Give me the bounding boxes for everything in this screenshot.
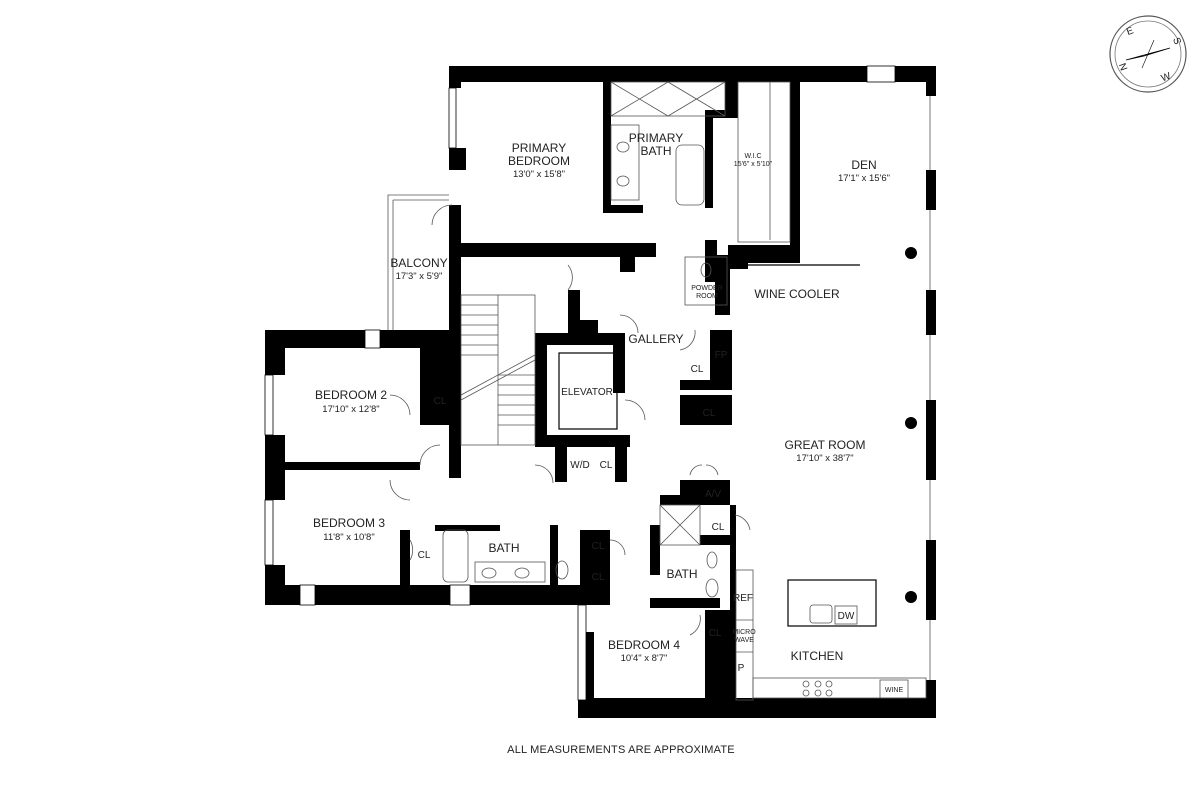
compass-north-label: N bbox=[1116, 62, 1129, 73]
compass-east-label: E bbox=[1125, 25, 1135, 38]
compass-rose: E S W N bbox=[1109, 15, 1187, 93]
kitchen-label: KITCHEN bbox=[791, 649, 844, 663]
washer-dryer-label: W/D bbox=[570, 460, 589, 471]
microwave-label: MICRO bbox=[732, 629, 756, 636]
microwave-label-2: WAVE bbox=[734, 637, 754, 644]
balcony-dims: 17'3" x 5'9" bbox=[396, 271, 443, 282]
fireplace-label: FP bbox=[715, 350, 728, 361]
bath-label: BATH bbox=[488, 541, 519, 555]
closet-label: CL bbox=[691, 364, 704, 375]
av-label: A/V bbox=[705, 489, 721, 500]
primary-bath-label-2: BATH bbox=[640, 144, 671, 158]
bedroom2-dims: 17'10" x 12'8" bbox=[322, 404, 379, 415]
den-dims: 17'1" x 15'6" bbox=[838, 173, 890, 184]
great-room-dims: 17'10" x 38'7" bbox=[796, 453, 853, 464]
closet-label: CL bbox=[712, 522, 725, 533]
balcony-label: BALCONY bbox=[390, 256, 447, 270]
elevator-label: ELEVATOR bbox=[561, 387, 613, 398]
fixture-labels: CL CL FP CL W/D CL A/V CL CL CL CL CL RE… bbox=[418, 350, 904, 694]
wine-cooler-label: WINE COOLER bbox=[754, 287, 840, 301]
powder-room-label: POWDER bbox=[691, 285, 723, 292]
room-labels: PRIMARY BEDROOM 13'0" x 15'8" PRIMARY BA… bbox=[313, 131, 890, 664]
bedroom3-label: BEDROOM 3 bbox=[313, 516, 385, 530]
closet-label: CL bbox=[592, 541, 605, 552]
compass-south-label: S bbox=[1170, 36, 1183, 46]
wic-dims: 15'6" x 5'10" bbox=[734, 161, 773, 168]
bath-small-label: BATH bbox=[666, 567, 697, 581]
closet-label: CL bbox=[703, 408, 716, 419]
primary-bath-label: PRIMARY bbox=[629, 131, 683, 145]
bedroom4-dims: 10'4" x 8'7" bbox=[621, 653, 668, 664]
den-label: DEN bbox=[851, 158, 876, 172]
interior-lines bbox=[264, 65, 931, 701]
dishwasher-label: DW bbox=[838, 611, 855, 622]
closet-label: CL bbox=[709, 628, 722, 639]
walls bbox=[265, 66, 936, 718]
measurements-note: ALL MEASUREMENTS ARE APPROXIMATE bbox=[507, 744, 735, 756]
great-room-label: GREAT ROOM bbox=[785, 438, 866, 452]
primary-bedroom-label-2: BEDROOM bbox=[508, 154, 570, 168]
gallery-label: GALLERY bbox=[628, 332, 683, 346]
wic-label: W.I.C bbox=[744, 153, 761, 160]
closet-label: CL bbox=[434, 396, 447, 407]
powder-room-label-2: ROOM bbox=[696, 293, 718, 300]
closet-label: CL bbox=[600, 460, 613, 471]
closet-label: CL bbox=[418, 550, 431, 561]
bedroom4-label: BEDROOM 4 bbox=[608, 638, 680, 652]
bedroom3-dims: 11'8" x 10'8" bbox=[323, 532, 374, 543]
primary-bedroom-dims: 13'0" x 15'8" bbox=[513, 169, 565, 180]
pantry-label: P bbox=[738, 663, 745, 674]
primary-bedroom-label: PRIMARY bbox=[512, 141, 566, 155]
closet-label: CL bbox=[592, 572, 605, 583]
refrigerator-label: REF bbox=[733, 593, 753, 604]
wine-label: WINE bbox=[885, 687, 904, 694]
bedroom2-label: BEDROOM 2 bbox=[315, 388, 387, 402]
compass-west-label: W bbox=[1160, 71, 1173, 85]
